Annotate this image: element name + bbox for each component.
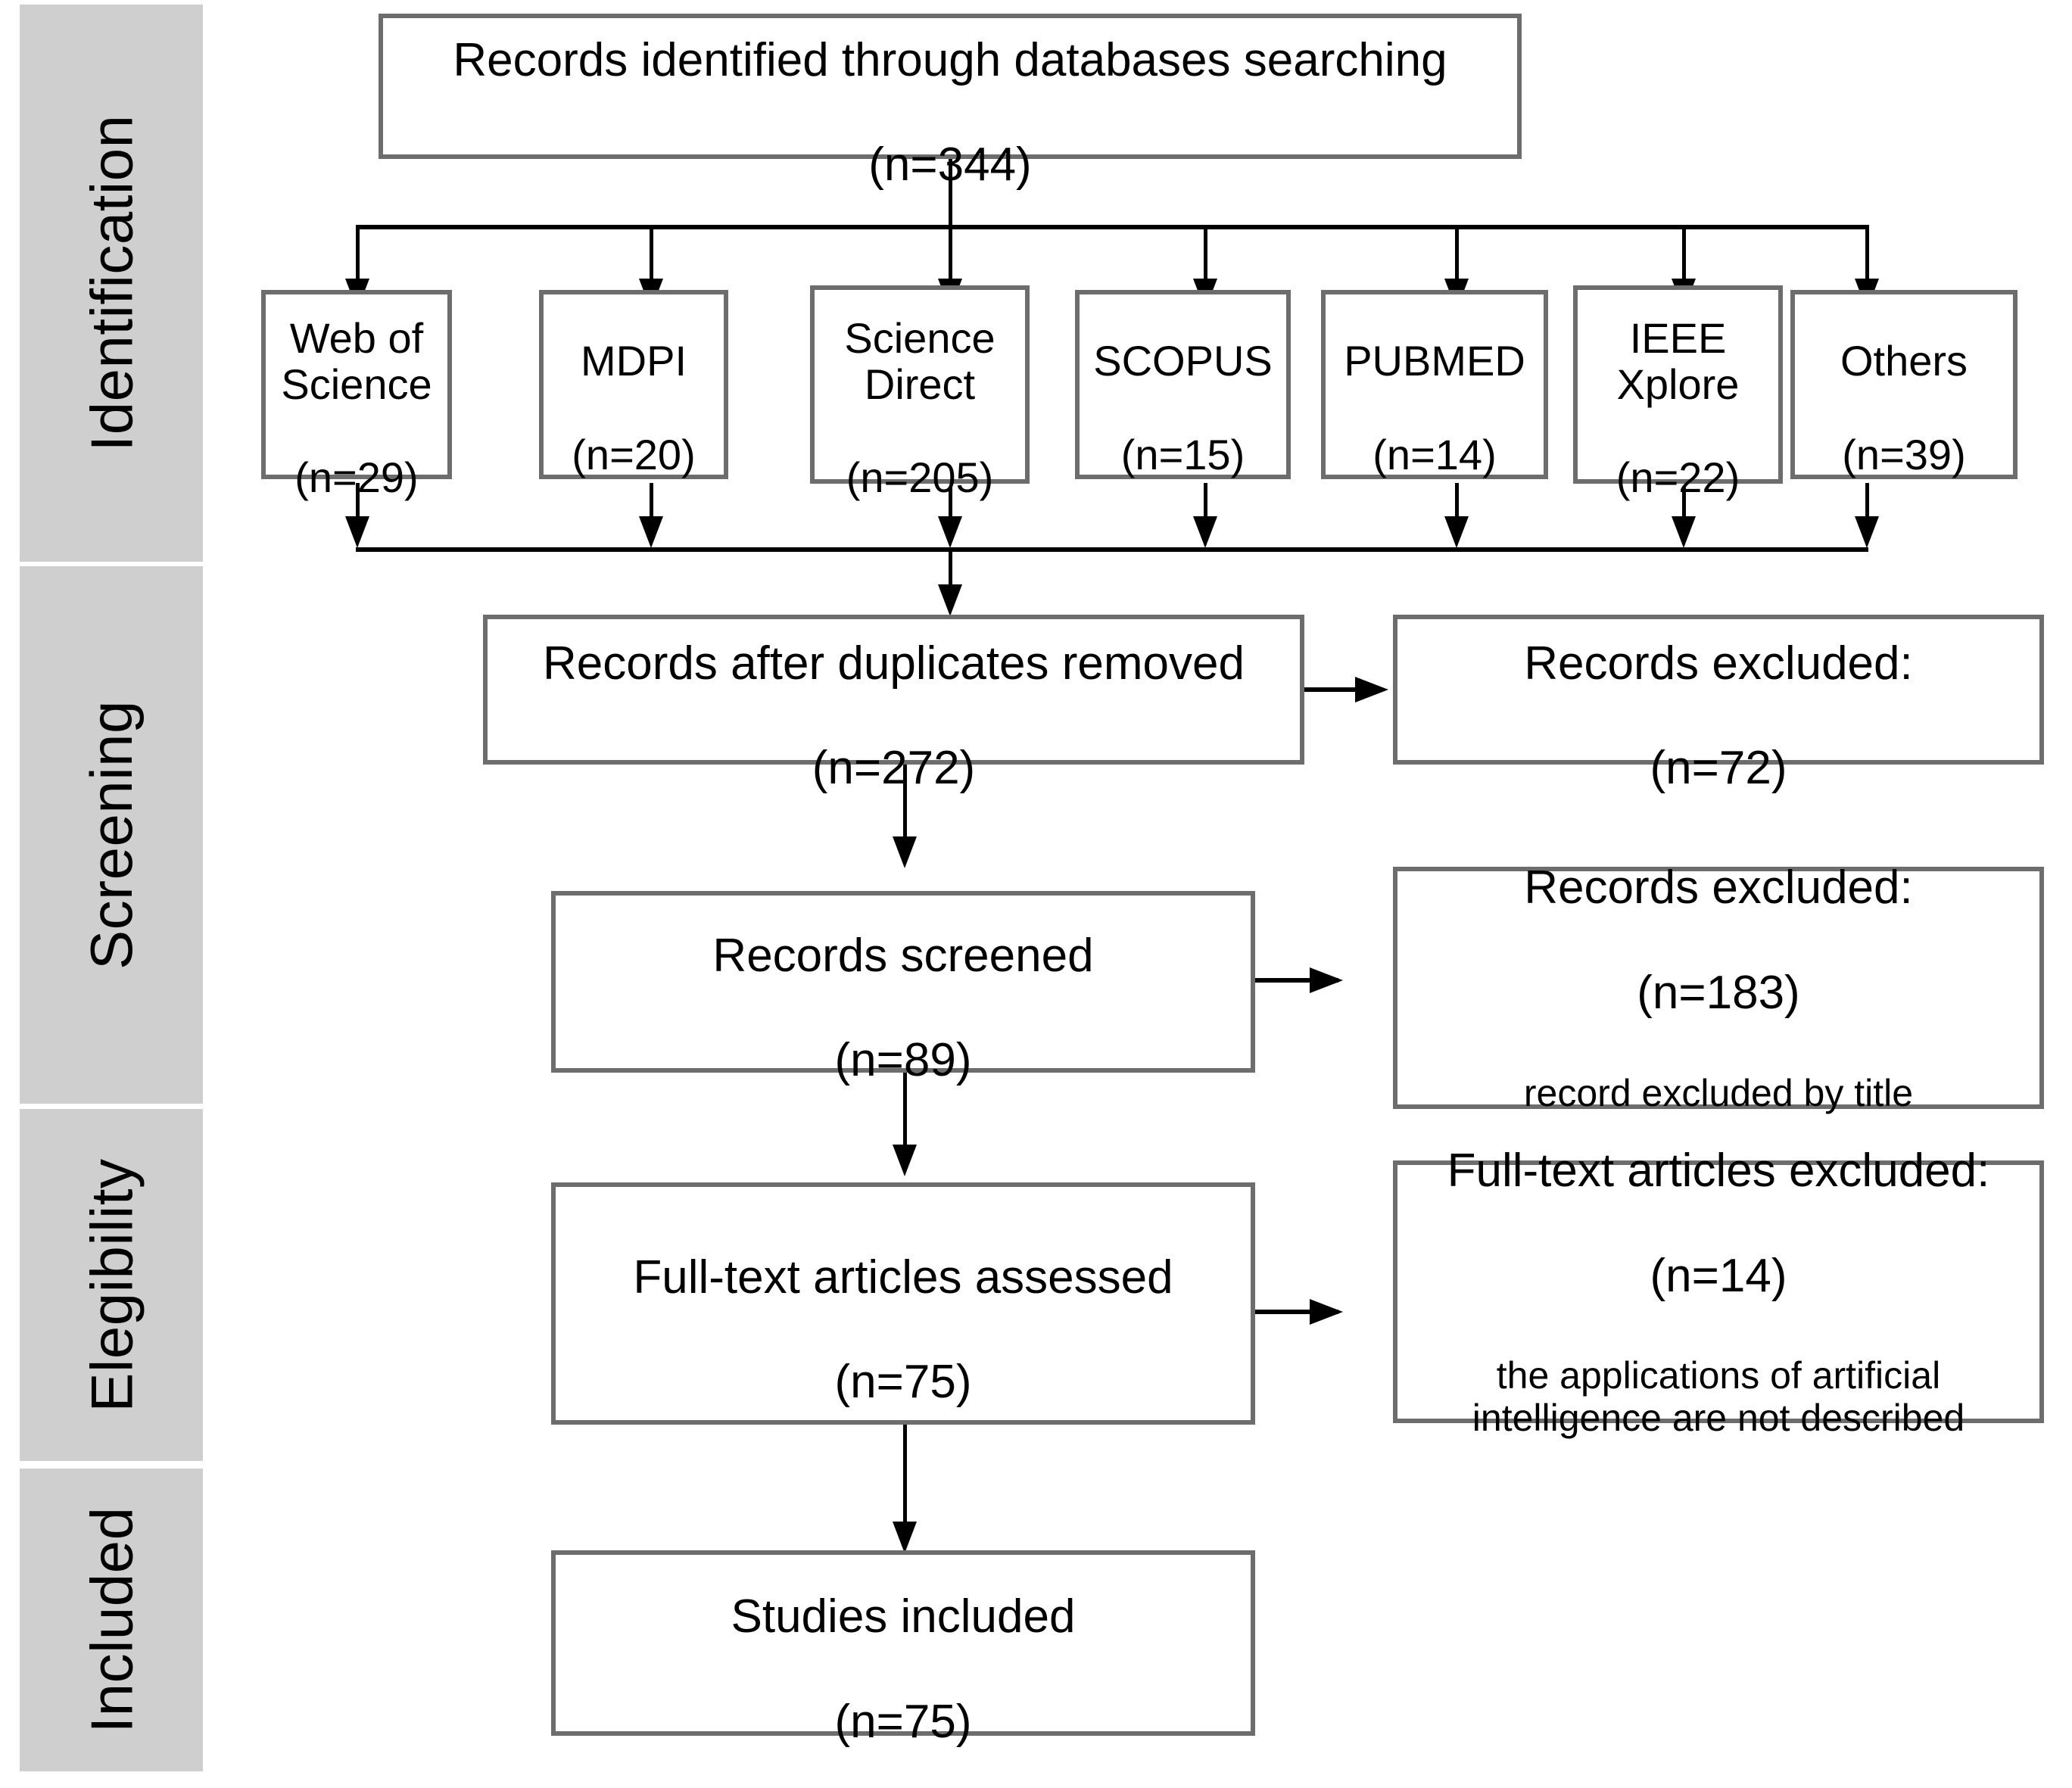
- studies-included-label: Studies included: [731, 1590, 1076, 1643]
- node-records-after-duplicates: Records after duplicates removed (n=272): [483, 615, 1304, 794]
- db-count-6: (n=39): [1842, 430, 1966, 478]
- node-database-web-of-science: Web of Science (n=29): [261, 290, 452, 501]
- excluded-duplicates-label: Records excluded:: [1524, 637, 1913, 690]
- excluded-duplicates-count: (n=72): [1650, 742, 1787, 795]
- node-database-scopus: SCOPUS (n=15): [1075, 290, 1291, 479]
- arrow-fanin-7: [1855, 516, 1879, 548]
- connector-fulltext-to-excluded: [1255, 1310, 1338, 1314]
- db-label-1: MDPI: [581, 337, 687, 385]
- arrow-fanin-4: [1193, 516, 1217, 548]
- connector-fanin-rise-7: [1865, 483, 1869, 522]
- connector-fulltext-to-included: [903, 1425, 907, 1531]
- connector-fanin-rise-5: [1455, 483, 1459, 522]
- studies-included-count: (n=75): [834, 1695, 972, 1748]
- connector-fanin-rise-4: [1204, 483, 1207, 522]
- connector-duplicates-to-excluded: [1304, 687, 1380, 692]
- connector-screened-to-fulltext: [903, 1073, 907, 1152]
- duplicates-count: (n=272): [812, 742, 976, 795]
- node-records-excluded-title: Records excluded: (n=183) record exclude…: [1393, 861, 2044, 1114]
- records-identified-label: Records identified through databases sea…: [453, 33, 1447, 86]
- db-count-4: (n=14): [1373, 430, 1497, 478]
- db-label-0: Web of Science: [281, 313, 432, 409]
- fulltext-excluded-count: (n=14): [1650, 1249, 1787, 1302]
- stage-band-included: Included: [20, 1469, 203, 1771]
- fulltext-label: Full-text articles assessed: [633, 1251, 1173, 1304]
- node-fulltext-excluded: Full-text articles excluded: (n=14) the …: [1393, 1145, 2044, 1439]
- connector-fanout-drop-6: [1682, 225, 1686, 284]
- stage-label-included: Included: [78, 1506, 145, 1733]
- connector-fanout-drop-2: [650, 225, 653, 284]
- fulltext-excluded-reason: the applications of artificial intellige…: [1472, 1354, 1965, 1440]
- node-database-ieee-xplore: IEEE Xplore (n=22): [1573, 285, 1783, 501]
- connector-fanout-drop-5: [1455, 225, 1459, 284]
- connector-fanin-rise-6: [1682, 487, 1686, 522]
- connector-fanin-rise-2: [650, 483, 653, 522]
- db-count-2: (n=205): [846, 453, 994, 502]
- stage-label-screening: Screening: [78, 700, 145, 970]
- connector-fanout-drop-4: [1204, 225, 1207, 284]
- stage-label-identification: Identification: [78, 114, 145, 452]
- excluded-title-reason: record excluded by title: [1523, 1071, 1914, 1114]
- duplicates-label: Records after duplicates removed: [542, 637, 1245, 690]
- connector-fanin-rise-3: [949, 487, 952, 522]
- arrow-fanin-6: [1672, 516, 1696, 548]
- arrow-to-fulltext: [893, 1145, 917, 1176]
- screened-label: Records screened: [712, 929, 1094, 982]
- node-database-others: Others (n=39): [1790, 290, 2017, 479]
- arrow-fanin-3: [938, 516, 962, 548]
- arrow-duplicates-excluded: [1355, 677, 1388, 702]
- connector-fanout-bus: [356, 225, 1868, 229]
- db-count-1: (n=20): [572, 430, 696, 478]
- node-database-science-direct: Science Direct (n=205): [810, 285, 1030, 501]
- node-database-mdpi: MDPI (n=20): [539, 290, 728, 479]
- arrow-fulltext-excluded: [1310, 1299, 1343, 1325]
- excluded-title-label: Records excluded:: [1524, 861, 1913, 914]
- db-label-5: IEEE Xplore: [1616, 313, 1740, 409]
- arrow-to-duplicates: [938, 584, 962, 616]
- connector-fanout-drop-7: [1865, 225, 1869, 284]
- db-label-4: PUBMED: [1344, 337, 1525, 385]
- node-database-pubmed: PUBMED (n=14): [1321, 290, 1548, 479]
- node-studies-included: Studies included (n=75): [551, 1550, 1255, 1748]
- db-count-3: (n=15): [1120, 430, 1245, 478]
- db-count-5: (n=22): [1616, 453, 1740, 502]
- connector-screened-to-excluded: [1255, 978, 1338, 983]
- fulltext-excluded-label: Full-text articles excluded:: [1447, 1144, 1990, 1197]
- screened-count: (n=89): [834, 1034, 972, 1087]
- connector-fanin-stem: [949, 547, 952, 591]
- arrow-fanin-2: [639, 516, 663, 548]
- arrow-fanin-1: [345, 516, 369, 548]
- db-label-3: SCOPUS: [1093, 337, 1273, 385]
- node-fulltext-assessed: Full-text articles assessed (n=75): [551, 1182, 1255, 1425]
- connector-source-stem: [949, 159, 952, 227]
- arrow-fanin-5: [1444, 516, 1469, 548]
- stage-band-identification: Identification: [20, 5, 203, 562]
- arrow-screened-excluded: [1310, 967, 1343, 993]
- connector-fanin-rise-1: [356, 483, 360, 522]
- node-records-identified: Records identified through databases sea…: [379, 14, 1522, 191]
- excluded-title-count: (n=183): [1637, 967, 1800, 1019]
- db-label-6: Others: [1840, 337, 1968, 385]
- node-records-screened: Records screened (n=89): [551, 891, 1255, 1086]
- connector-fanout-drop-1: [356, 225, 360, 284]
- fulltext-count: (n=75): [834, 1356, 972, 1409]
- node-records-excluded-duplicates: Records excluded: (n=72): [1393, 615, 2044, 794]
- connector-duplicates-to-screened: [903, 765, 907, 844]
- arrow-to-included: [893, 1522, 917, 1553]
- stage-band-eligibility: Elegibility: [20, 1109, 203, 1461]
- connector-fanin-bus: [356, 547, 1868, 552]
- arrow-to-screened: [893, 836, 917, 868]
- stage-label-eligibility: Elegibility: [78, 1158, 145, 1412]
- db-label-2: Science Direct: [844, 313, 995, 409]
- stage-band-screening: Screening: [20, 566, 203, 1104]
- connector-fanout-drop-3: [949, 225, 952, 284]
